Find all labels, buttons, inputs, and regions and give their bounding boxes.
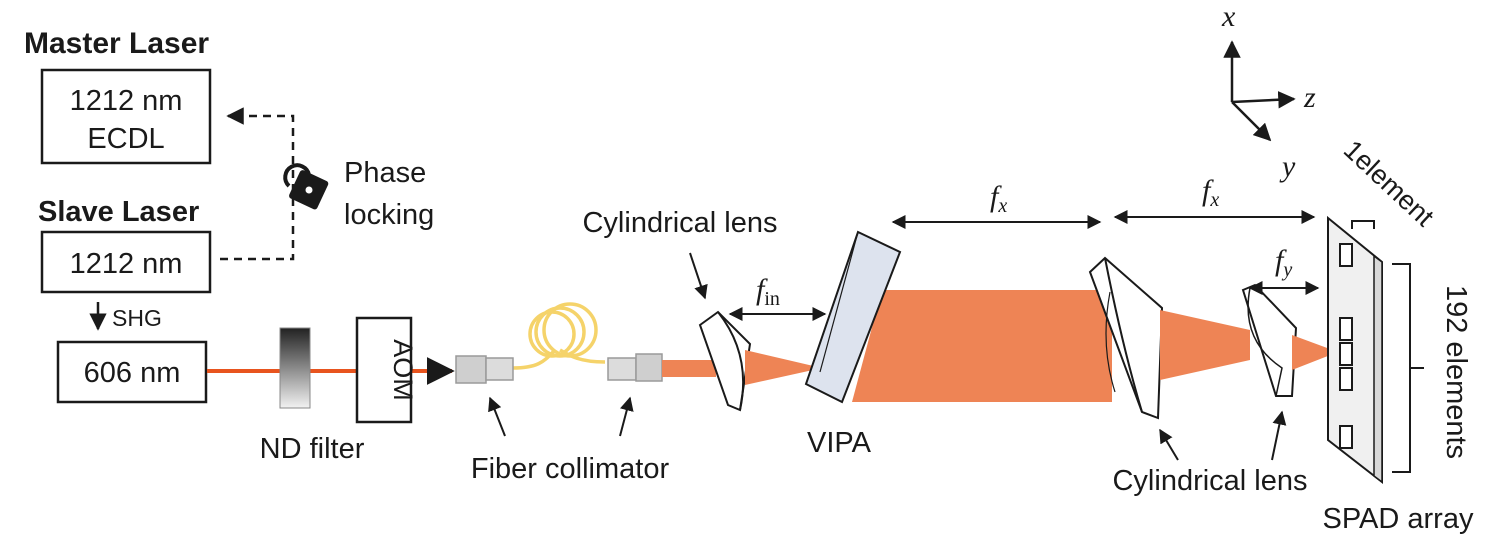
fiber-coil <box>528 302 598 358</box>
phase-label: Phase <box>344 157 426 189</box>
fiber-collimator-label: Fiber collimator <box>471 453 670 485</box>
box-606nm <box>56 340 208 404</box>
fiber-collimator-arrow-right <box>619 396 634 437</box>
fiber-collimator-left <box>455 355 514 384</box>
one-element-label: 1element <box>1338 134 1440 232</box>
axis-z-label: z <box>1303 81 1316 114</box>
final-beam <box>1292 335 1338 370</box>
fx-label-1: fx <box>990 180 1007 217</box>
axis-y-label: y <box>1279 150 1296 183</box>
vipa <box>804 230 902 404</box>
cyl-lens-1-label: Cylindrical lens <box>582 207 777 239</box>
vipa-label: VIPA <box>807 427 872 459</box>
lock-icon <box>283 163 329 210</box>
fiber-collimator-right <box>607 353 663 382</box>
cyl-lens-2-arrow <box>1159 428 1179 461</box>
one-element-bracket <box>1351 220 1375 229</box>
aom-label: AOM <box>388 339 418 401</box>
shg-label: SHG <box>112 305 162 331</box>
elements-bracket <box>1392 263 1424 473</box>
collimated-beam <box>662 360 716 377</box>
master-type: ECDL <box>87 123 164 155</box>
slave-laser-title: Slave Laser <box>38 196 199 228</box>
axis-x-label: x <box>1221 0 1236 33</box>
spad-array <box>1327 215 1383 485</box>
cyl-lens-3-arrow <box>1271 410 1287 461</box>
slave-wavelength: 1212 nm <box>70 248 183 280</box>
vipa-output-beam <box>852 290 1112 402</box>
elements-192-label: 192 elements <box>1440 285 1472 459</box>
coordinate-axes <box>1223 40 1296 142</box>
cylindrical-lens-3 <box>1241 283 1298 397</box>
master-laser-title: Master Laser <box>24 27 209 60</box>
cyl-lens-1-arrow <box>689 252 708 300</box>
fiber-collimator-arrow-left <box>488 396 506 437</box>
fx-label-2: fx <box>1202 174 1219 211</box>
master-laser-box <box>40 68 212 165</box>
spad-array-label: SPAD array <box>1323 503 1474 535</box>
locking-label: locking <box>344 199 434 231</box>
phase-lock-path <box>220 107 295 261</box>
box-606nm-label: 606 nm <box>84 357 181 389</box>
focused-beam <box>745 350 822 385</box>
converging-beam <box>1160 310 1250 380</box>
fy-label: fy <box>1275 244 1292 281</box>
nd-filter <box>279 327 311 409</box>
nd-filter-label: ND filter <box>260 433 365 465</box>
aom-box <box>355 316 413 424</box>
master-wavelength: 1212 nm <box>70 85 183 117</box>
slave-laser-box <box>40 230 212 294</box>
cyl-lens-2-label: Cylindrical lens <box>1112 465 1307 497</box>
f-in-label: fin <box>756 273 780 310</box>
